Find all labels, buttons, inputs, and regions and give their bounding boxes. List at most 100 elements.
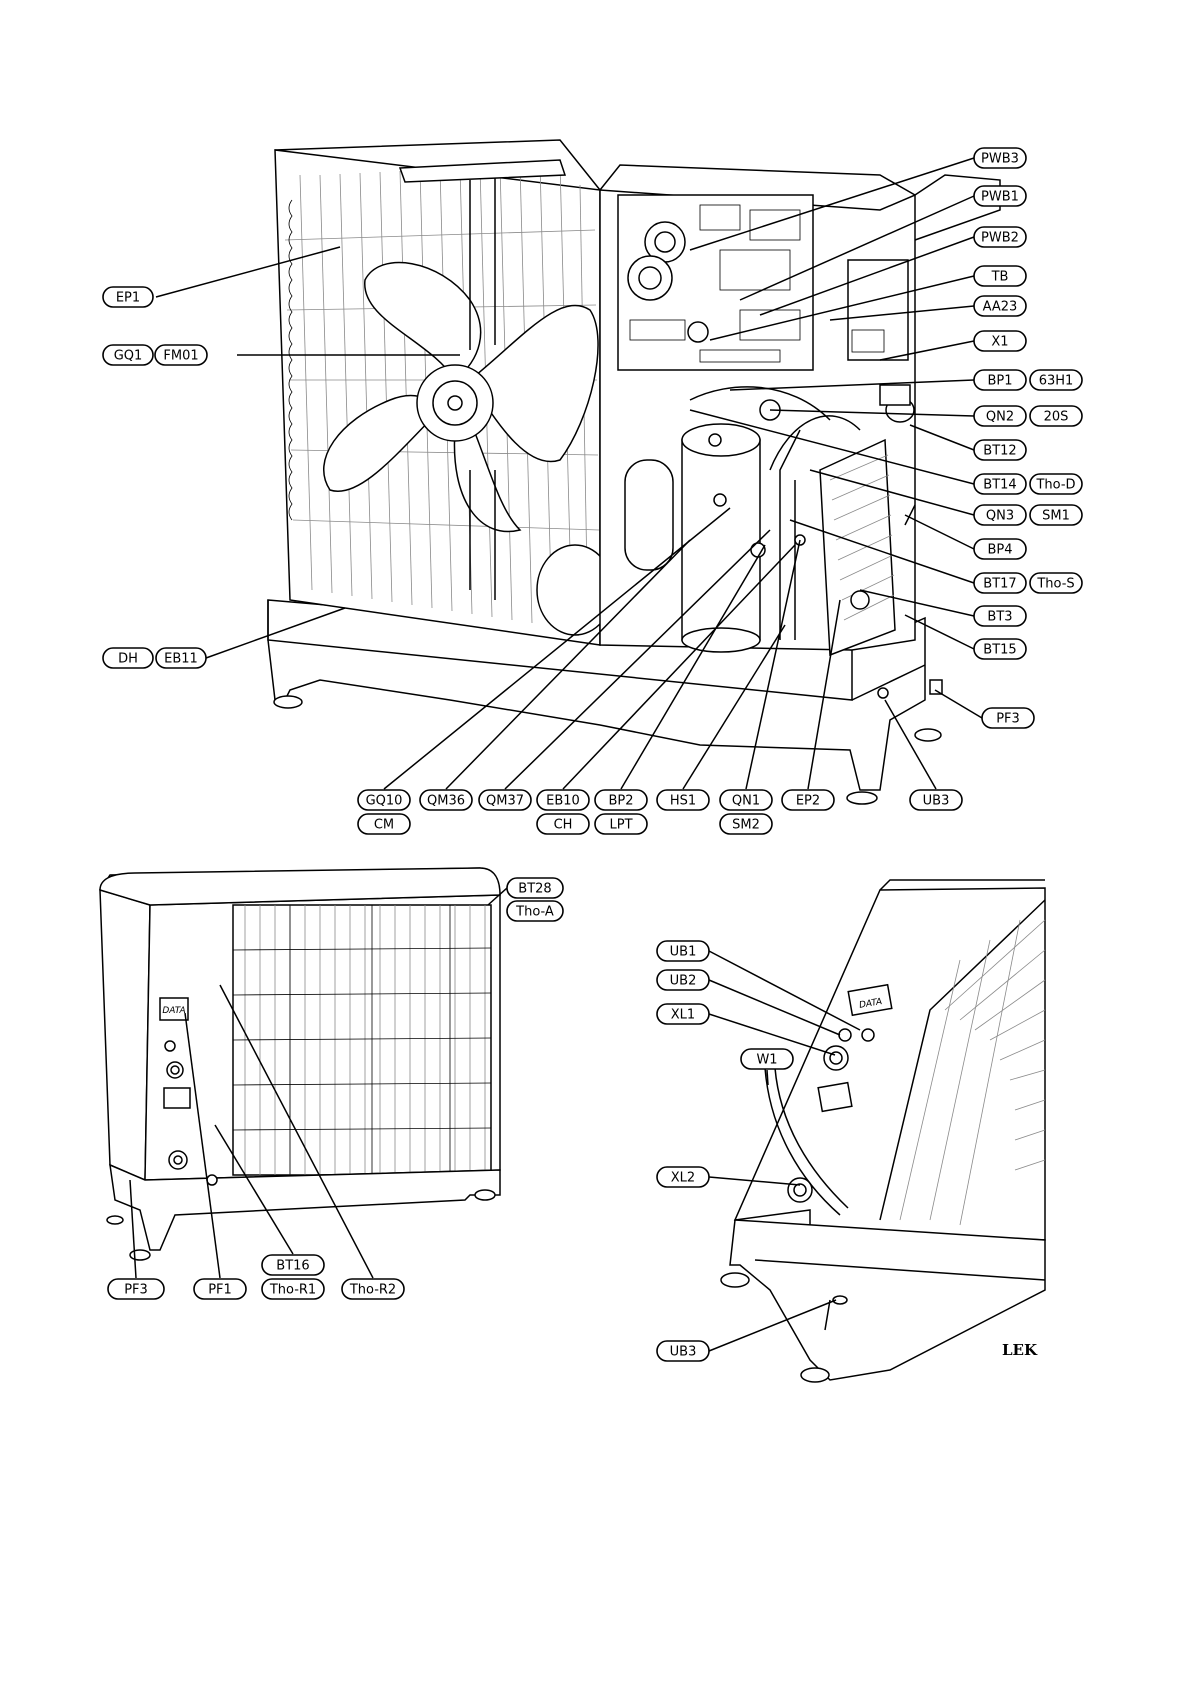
leader-line: [767, 1070, 768, 1085]
callout-main-20s: 20S: [1030, 406, 1082, 426]
side-unit-illustration: DATA LEK: [721, 880, 1045, 1382]
main-unit-illustration: [268, 140, 1000, 804]
callout-text: BT17: [983, 577, 1016, 592]
callout-text: 20S: [1044, 410, 1069, 425]
callout-main-dh: DH: [103, 648, 153, 668]
callout-main-eb11: EB11: [156, 648, 206, 668]
callout-text: QM37: [486, 794, 524, 809]
rear-data-plate-text: DATA: [162, 1006, 185, 1016]
callout-side-ub2: UB2: [657, 970, 709, 990]
callout-side-ub1: UB1: [657, 941, 709, 961]
callout-side-xl2: XL2: [657, 1167, 709, 1187]
callout-main-bt15: BT15: [974, 639, 1026, 659]
callout-text: PF3: [124, 1283, 148, 1298]
callout-main-qn1: QN1: [720, 790, 772, 810]
callout-text: EP1: [116, 291, 140, 306]
callout-main-thod: Tho-D: [1030, 474, 1082, 494]
callout-text: BP4: [987, 543, 1012, 558]
callout-text: CH: [554, 818, 573, 833]
callout-text: FM01: [163, 349, 198, 364]
callout-text: EB10: [546, 794, 580, 809]
callout-main-cm: CM: [358, 814, 410, 834]
callout-text: QN2: [986, 410, 1014, 425]
callout-text: PWB2: [981, 231, 1019, 246]
callout-side-ub3: UB3: [657, 1341, 709, 1361]
callout-main-pf3: PF3: [982, 708, 1034, 728]
callout-text: X1: [991, 335, 1008, 350]
callout-rear-thor2: Tho-R2: [342, 1279, 404, 1299]
callout-main-bp4: BP4: [974, 539, 1026, 559]
callout-text: W1: [756, 1053, 777, 1068]
callout-main-qn3: QN3: [974, 505, 1026, 525]
callout-text: QN1: [732, 794, 760, 809]
callout-main-63h1: 63H1: [1030, 370, 1082, 390]
callout-text: BT28: [518, 882, 551, 897]
callout-side-xl1: XL1: [657, 1004, 709, 1024]
callout-main-fm01: FM01: [155, 345, 207, 365]
callout-main-x1: X1: [974, 331, 1026, 351]
callout-text: BT12: [983, 444, 1016, 459]
callout-text: Tho-R1: [269, 1283, 316, 1298]
callout-text: SM1: [1042, 509, 1070, 524]
callout-main-hs1: HS1: [657, 790, 709, 810]
leader-line: [935, 690, 982, 718]
callout-rear-thoa: Tho-A: [507, 901, 563, 921]
callout-main-bt14: BT14: [974, 474, 1026, 494]
callout-text: QM36: [427, 794, 465, 809]
callout-main-bt3: BT3: [974, 606, 1026, 626]
callout-text: GQ1: [114, 349, 143, 364]
callout-main-bp2: BP2: [595, 790, 647, 810]
callout-text: TB: [991, 270, 1009, 285]
callout-main-ep1: EP1: [103, 287, 153, 307]
callout-main-qn2: QN2: [974, 406, 1026, 426]
callout-rear-bt28: BT28: [507, 878, 563, 898]
callout-text: UB1: [670, 945, 697, 960]
callout-main-lpt: LPT: [595, 814, 647, 834]
side-brand-text: LEK: [1002, 1341, 1038, 1359]
leader-line: [885, 700, 936, 789]
callout-main-sm2: SM2: [720, 814, 772, 834]
callout-main-gq10: GQ10: [358, 790, 410, 810]
leader-line: [709, 980, 840, 1035]
callout-text: EP2: [796, 794, 820, 809]
leader-line: [910, 425, 974, 450]
callout-text: CM: [374, 818, 394, 833]
callout-main-ub3: UB3: [910, 790, 962, 810]
callout-text: BT14: [983, 478, 1016, 493]
callout-text: UB3: [923, 794, 950, 809]
callout-main-pwb2: PWB2: [974, 227, 1026, 247]
callout-text: PF3: [996, 712, 1020, 727]
callout-main-eb10: EB10: [537, 790, 589, 810]
callout-main-pwb3: PWB3: [974, 148, 1026, 168]
callout-text: DH: [118, 652, 138, 667]
callout-main-qm36: QM36: [420, 790, 472, 810]
callout-text: XL2: [671, 1171, 695, 1186]
callout-main-aa23: AA23: [974, 296, 1026, 316]
callout-main-thos: Tho-S: [1030, 573, 1082, 593]
rear-unit-illustration: DATA: [100, 868, 500, 1260]
callout-text: HS1: [670, 794, 696, 809]
callout-main-tb: TB: [974, 266, 1026, 286]
callout-main-bt12: BT12: [974, 440, 1026, 460]
callout-text: PWB1: [981, 190, 1019, 205]
callout-text: BP1: [987, 374, 1012, 389]
callout-text: XL1: [671, 1008, 695, 1023]
callout-main-sm1: SM1: [1030, 505, 1082, 525]
callout-text: EB11: [164, 652, 198, 667]
callout-text: BP2: [608, 794, 633, 809]
callout-main-bt17: BT17: [974, 573, 1026, 593]
callout-text: Tho-A: [515, 905, 554, 920]
callout-rear-bt16: BT16: [262, 1255, 324, 1275]
callout-rear-pf1: PF1: [194, 1279, 246, 1299]
callout-text: BT15: [983, 643, 1016, 658]
callout-text: BT16: [276, 1259, 309, 1274]
callout-text: Tho-S: [1036, 577, 1074, 592]
callout-text: SM2: [732, 818, 760, 833]
callout-main-bp1: BP1: [974, 370, 1026, 390]
callout-text: 63H1: [1039, 374, 1074, 389]
callout-main-ch: CH: [537, 814, 589, 834]
callout-text: UB3: [670, 1345, 697, 1360]
callout-text: BT3: [987, 610, 1012, 625]
callout-rear-thor1: Tho-R1: [262, 1279, 324, 1299]
